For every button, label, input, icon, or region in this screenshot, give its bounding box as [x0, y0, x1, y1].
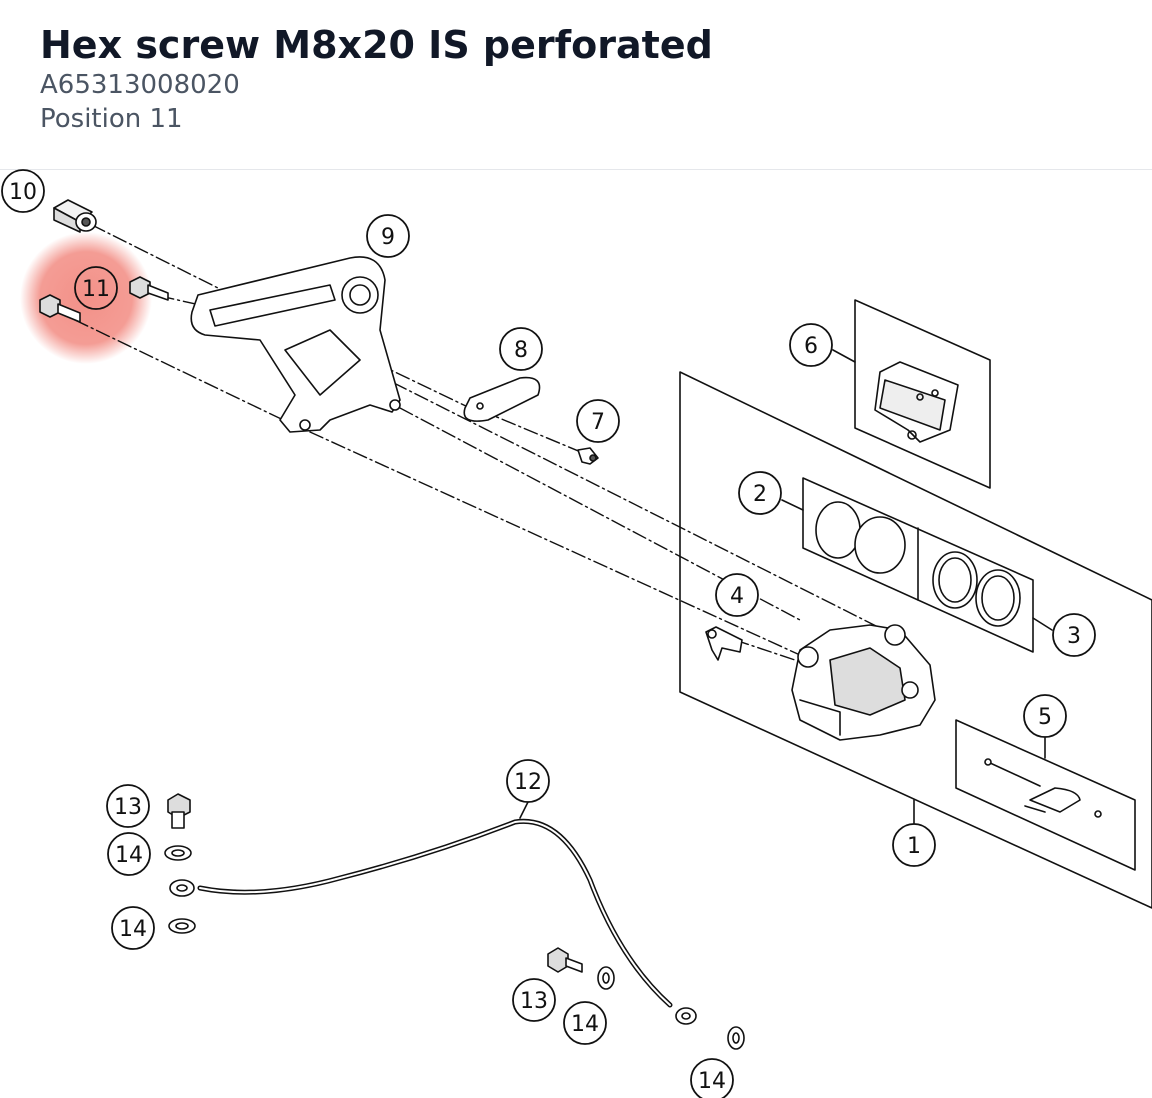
callout-7[interactable]: 7 [576, 399, 620, 443]
callout-circle[interactable] [499, 327, 543, 371]
callout-10[interactable]: 10 [1, 169, 45, 213]
callout-circle[interactable] [715, 573, 759, 617]
callout-circle[interactable] [690, 1058, 734, 1098]
callout-number: 14 [119, 917, 147, 942]
callout-number: 12 [514, 770, 542, 795]
part-8-shim [463, 376, 541, 422]
callout-circle[interactable] [1023, 694, 1067, 738]
part-7-screw [577, 447, 599, 465]
callout-circle[interactable] [366, 214, 410, 258]
callout-number: 13 [114, 795, 142, 820]
callout-number: 3 [1067, 624, 1081, 649]
callout-14[interactable]: 14 [111, 906, 155, 950]
callout-circle[interactable] [1, 169, 45, 213]
callout-circle[interactable] [563, 1001, 607, 1045]
callout-8[interactable]: 8 [499, 327, 543, 371]
caliper-body [791, 624, 936, 741]
part-title: Hex screw M8x20 IS perforated [40, 23, 713, 67]
callout-number: 8 [514, 338, 528, 363]
selected-position-highlight [20, 232, 152, 364]
callout-circle[interactable] [111, 906, 155, 950]
header-divider [0, 169, 1152, 170]
callout-14[interactable]: 14 [690, 1058, 734, 1098]
callout-number: 9 [381, 225, 395, 250]
callout-circle[interactable] [107, 832, 151, 876]
part-12-brake-hose [169, 801, 697, 1025]
callout-2[interactable]: 2 [738, 471, 782, 515]
part-6-brake-pads-box [832, 299, 991, 489]
part-2-3-pistons-seals [781, 477, 1053, 653]
callout-circle[interactable] [74, 266, 118, 310]
part-1-caliper-box [679, 371, 1152, 909]
callout-6[interactable]: 6 [789, 323, 833, 367]
callout-number: 2 [753, 482, 767, 507]
part-position: Position 11 [40, 104, 183, 134]
part-9-caliper-bracket [190, 256, 401, 433]
part-13-banjo-bolts [167, 793, 583, 973]
callout-12[interactable]: 12 [506, 759, 550, 803]
callout-number: 6 [804, 334, 818, 359]
callout-number: 7 [591, 410, 605, 435]
callout-number: 14 [698, 1069, 726, 1094]
callout-circle[interactable] [576, 399, 620, 443]
callout-circle[interactable] [506, 759, 550, 803]
callout-number: 1 [907, 834, 921, 859]
callout-14[interactable]: 14 [563, 1001, 607, 1045]
callout-number: 4 [730, 584, 744, 609]
part-10-bushing [53, 199, 97, 233]
assembly-lines [74, 224, 881, 661]
callout-number: 5 [1038, 705, 1052, 730]
callout-13[interactable]: 13 [106, 784, 150, 828]
callout-number: 14 [115, 843, 143, 868]
callout-9[interactable]: 9 [366, 214, 410, 258]
callout-11[interactable]: 11 [74, 266, 118, 310]
callout-circle[interactable] [1052, 613, 1096, 657]
part-header: Hex screw M8x20 IS perforated A653130080… [40, 22, 713, 136]
callout-circle[interactable] [789, 323, 833, 367]
part-5-pin-kit-box [955, 719, 1136, 871]
callout-13[interactable]: 13 [512, 978, 556, 1022]
callout-4[interactable]: 4 [715, 573, 759, 617]
callout-circle[interactable] [738, 471, 782, 515]
callout-circle[interactable] [892, 823, 936, 867]
callouts-layer: 10 11 9 8 7 6 2 4 3 5 1 12 13 14 14 13 14 14 [1, 169, 1096, 1098]
callout-circle[interactable] [512, 978, 556, 1022]
callout-1[interactable]: 1 [892, 823, 936, 867]
part-14-washers [164, 845, 745, 1050]
callout-3[interactable]: 3 [1052, 613, 1096, 657]
part-11-hex-screws [39, 276, 169, 323]
callout-14[interactable]: 14 [107, 832, 151, 876]
callout-number: 10 [9, 180, 37, 205]
part-number: A65313008020 [40, 70, 240, 100]
callout-number: 13 [520, 989, 548, 1014]
callout-5[interactable]: 5 [1023, 694, 1067, 738]
callout-number: 11 [82, 277, 110, 302]
part-4-bleed-valve [705, 626, 743, 661]
callout-number: 14 [571, 1012, 599, 1037]
callout-circle[interactable] [106, 784, 150, 828]
